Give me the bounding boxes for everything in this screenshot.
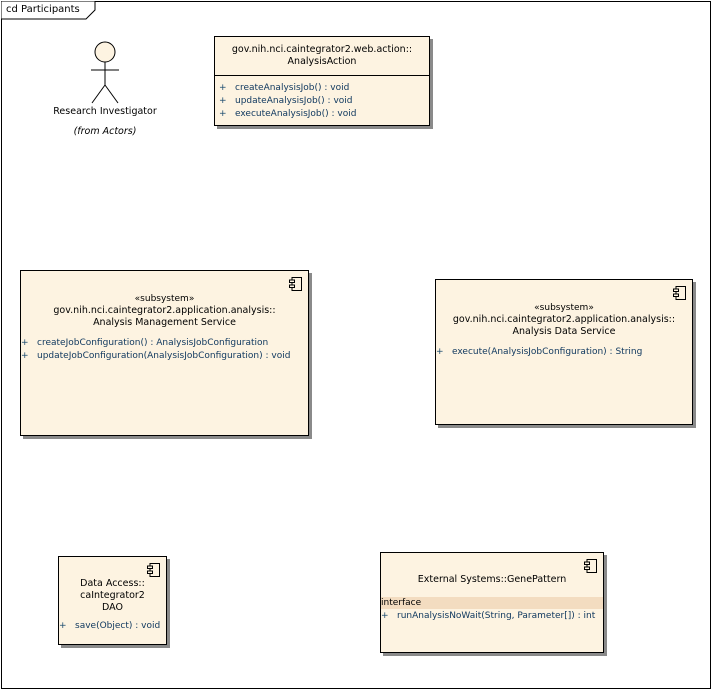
component-icon	[673, 286, 686, 300]
operations-list: +createAnalysisJob() : void +updateAnaly…	[215, 76, 429, 121]
class-name: AnalysisAction	[287, 56, 357, 67]
stereotype-label: «subsystem»	[534, 303, 594, 313]
operations-list: +createJobConfiguration() : AnalysisJobC…	[21, 329, 308, 363]
component-name-suffix: DAO	[102, 602, 123, 613]
component-dao[interactable]: Data Access:: caIntegrator2 DAO +save(Ob…	[58, 556, 167, 645]
operations-list: +execute(AnalysisJobConfiguration) : Str…	[436, 338, 692, 359]
operation-row[interactable]: +save(Object) : void	[59, 621, 161, 631]
component-name-package: Data Access::	[80, 578, 145, 589]
operation-row[interactable]: +executeAnalysisJob() : void	[219, 109, 357, 119]
operation-row[interactable]: +updateAnalysisJob() : void	[219, 96, 353, 106]
component-name: Analysis Data Service	[512, 326, 616, 337]
stereotype-label: «subsystem»	[134, 294, 195, 304]
frame-label: cd Participants	[6, 4, 80, 15]
component-icon	[147, 563, 160, 577]
component-name: Analysis Management Service	[93, 317, 236, 328]
stick-figure-icon	[91, 41, 119, 104]
operation-row[interactable]: +updateJobConfiguration(AnalysisJobConfi…	[21, 351, 291, 361]
component-name-package: gov.nih.nci.caintegrator2.application.an…	[452, 314, 676, 325]
interface-section-label: interface	[381, 597, 603, 609]
compartment-divider	[215, 75, 429, 76]
operation-row[interactable]: +runAnalysisNoWait(String, Parameter[]) …	[381, 611, 596, 621]
actor-name: Research Investigator	[53, 106, 157, 117]
operations-list: +save(Object) : void	[59, 614, 166, 633]
component-icon	[584, 559, 597, 573]
component-icon	[289, 277, 302, 291]
frame-label-tab: cd Participants	[0, 0, 96, 24]
operation-row[interactable]: +execute(AnalysisJobConfiguration) : Str…	[436, 347, 643, 357]
component-name-package: gov.nih.nci.caintegrator2.application.an…	[53, 305, 276, 316]
component-analysis-data-service[interactable]: «subsystem» gov.nih.nci.caintegrator2.ap…	[435, 279, 693, 425]
frame-tab-shape	[0, 0, 96, 20]
component-name: External Systems::GenePattern	[417, 574, 567, 585]
operations-list: +runAnalysisNoWait(String, Parameter[]) …	[381, 609, 603, 623]
actor-origin: (from Actors)	[73, 126, 137, 137]
operation-row[interactable]: +createAnalysisJob() : void	[219, 83, 350, 93]
class-analysis-action[interactable]: gov.nih.nci.caintegrator2.web.action:: A…	[214, 36, 430, 126]
component-genepattern[interactable]: External Systems::GenePattern interface …	[380, 552, 604, 653]
operation-row[interactable]: +createJobConfiguration() : AnalysisJobC…	[21, 338, 269, 348]
class-name-package: gov.nih.nci.caintegrator2.web.action::	[231, 44, 413, 55]
actor-research-investigator[interactable]: Research Investigator (from Actors)	[40, 40, 170, 140]
component-name: caIntegrator2	[80, 590, 145, 601]
component-analysis-management-service[interactable]: «subsystem» gov.nih.nci.caintegrator2.ap…	[20, 270, 309, 436]
